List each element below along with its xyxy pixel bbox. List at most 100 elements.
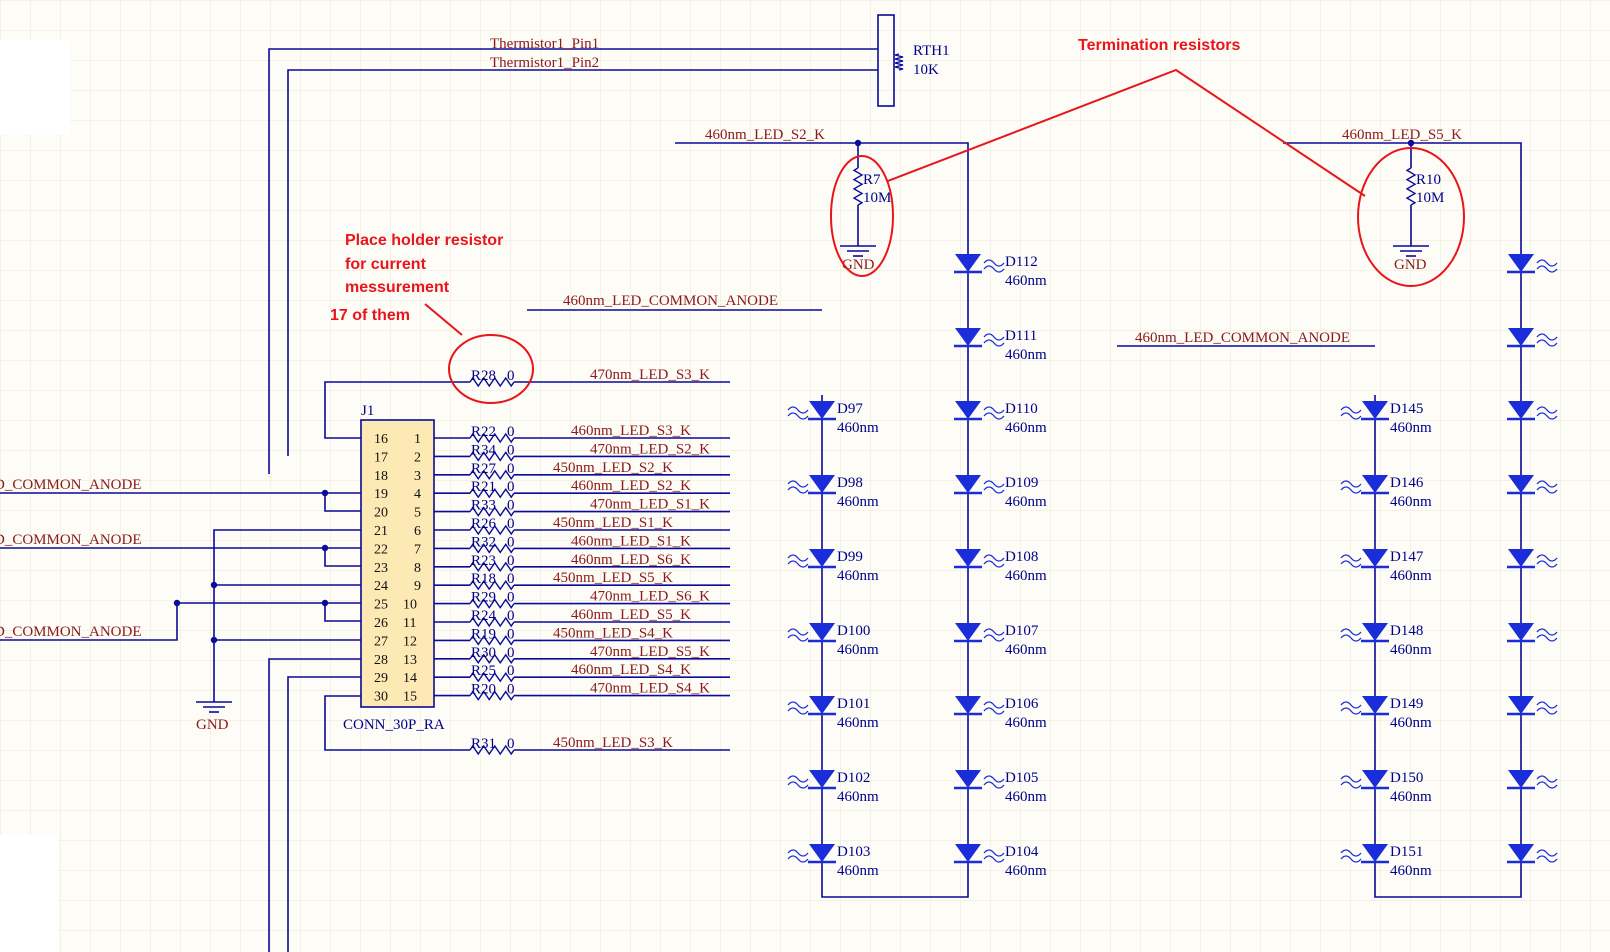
led-light-arrow [787,855,809,863]
resistor-designator: R33 [471,498,496,514]
connector-pin-number: 29 [374,671,388,686]
led-light-arrow [983,333,1005,341]
resistor-designator: R21 [471,479,496,495]
led-light-arrow [983,628,1005,636]
resistor-value: 0 [507,534,515,550]
annotation-placeholder-line3: messurement [345,279,450,296]
resistor-zigzag [469,524,515,536]
led-light-arrow [787,701,809,709]
wire-thermistor-pin1 [268,48,878,474]
led-light-arrow [1536,339,1558,347]
led-triangle [1508,770,1534,788]
connector-pin-number: 15 [403,690,417,705]
led-light-arrow [787,634,809,642]
led-light-arrow [1536,412,1558,420]
led-light-arrow [983,259,1005,267]
r31-value: 0 [507,736,515,752]
led-symbol [954,696,1005,716]
led-symbol [1340,549,1389,569]
diode-value: 460nm [837,642,879,658]
connector-pin-number: 1 [414,432,421,447]
annotation-termination: Termination resistors [1078,37,1241,54]
net-label-resistor-row: 460nm_LED_S3_K [571,423,691,439]
led-light-arrow [1536,333,1558,341]
led-light-arrow [983,849,1005,857]
led-light-arrow [983,707,1005,715]
led-triangle [1508,328,1534,346]
led-symbol [787,623,836,643]
junction-dot [173,599,181,607]
net-label-resistor-row: 470nm_LED_S6_K [590,589,710,605]
led-light-arrow [983,406,1005,414]
net-label-thermistor-pin2: Thermistor1_Pin2 [490,55,599,71]
diode-value: 460nm [1390,642,1432,658]
diode-value: 460nm [1005,494,1047,510]
diode-designator: D110 [1005,401,1038,417]
led-symbol [954,623,1005,643]
resistor-zigzag [469,671,515,683]
diode-value: 460nm [837,568,879,584]
led-symbol [954,254,1005,274]
connector-j1-body [360,419,435,708]
led-light-arrow [983,486,1005,494]
led-triangle [809,696,835,714]
led-symbol [1507,401,1558,421]
led-light-arrow [983,634,1005,642]
connector-pin-number: 20 [374,506,388,521]
led-light-arrow [787,554,809,562]
diode-value: 460nm [1390,494,1432,510]
diode-designator: D109 [1005,475,1038,491]
diode-value: 460nm [1005,420,1047,436]
net-label-resistor-row: 450nm_LED_S2_K [553,460,673,476]
resistor-value: 0 [507,442,515,458]
net-label-resistor-row: 450nm_LED_S5_K [553,570,673,586]
led-triangle [1362,475,1388,493]
diode-designator: D98 [837,475,863,491]
led-light-arrow [1536,775,1558,783]
resistor-designator: R19 [471,626,496,642]
gnd-left-label: GND [196,717,229,733]
r10-gnd-label: GND [1394,257,1427,273]
annotation-pointer-lines [887,68,1366,197]
led-light-arrow [1340,775,1362,783]
led-triangle [809,770,835,788]
net-label-resistor-row: 460nm_LED_S2_K [571,478,691,494]
led-symbol [787,475,836,495]
resistor-zigzag [469,487,515,499]
diode-designator: D107 [1005,623,1039,639]
net-label-s5-k: 460nm_LED_S5_K [1342,127,1462,143]
resistor-value: 0 [507,645,515,661]
ground-symbol [196,692,232,713]
resistor-designator: R24 [471,608,497,624]
connector-pin-number: 21 [374,524,388,539]
diode-designator: D112 [1005,254,1038,270]
diode-designator: D103 [837,844,870,860]
net-label-resistor-row: 460nm_LED_S1_K [571,533,691,549]
led-triangle [809,623,835,641]
led-light-arrow [1536,480,1558,488]
led-triangle [809,844,835,862]
connector-pin-number: 19 [374,487,388,502]
led-symbol [954,844,1005,864]
connector-pin-number: 12 [403,634,417,649]
diode-value: 460nm [1390,863,1432,879]
led-light-arrow [1536,781,1558,789]
led-symbol [1340,623,1389,643]
diode-value: 460nm [837,420,879,436]
resistor-zigzag [894,53,904,71]
diode-value: 460nm [1390,715,1432,731]
led-symbol [1507,549,1558,569]
led-light-arrow [787,480,809,488]
led-light-arrow [1536,849,1558,857]
diode-designator: D101 [837,696,870,712]
net-label-resistor-row: 470nm_LED_S2_K [590,441,710,457]
led-light-arrow [1340,560,1362,568]
led-light-arrow [983,775,1005,783]
led-triangle [809,401,835,419]
annotation-pointer-placeholder [424,303,463,336]
diode-value: 460nm [1005,273,1047,289]
diode-value: 460nm [837,789,879,805]
net-label-common-anode-1: 460nm_LED_COMMON_ANODE [563,293,778,309]
led-symbol [787,844,836,864]
net-label-resistor-row: 470nm_LED_S1_K [590,497,710,513]
